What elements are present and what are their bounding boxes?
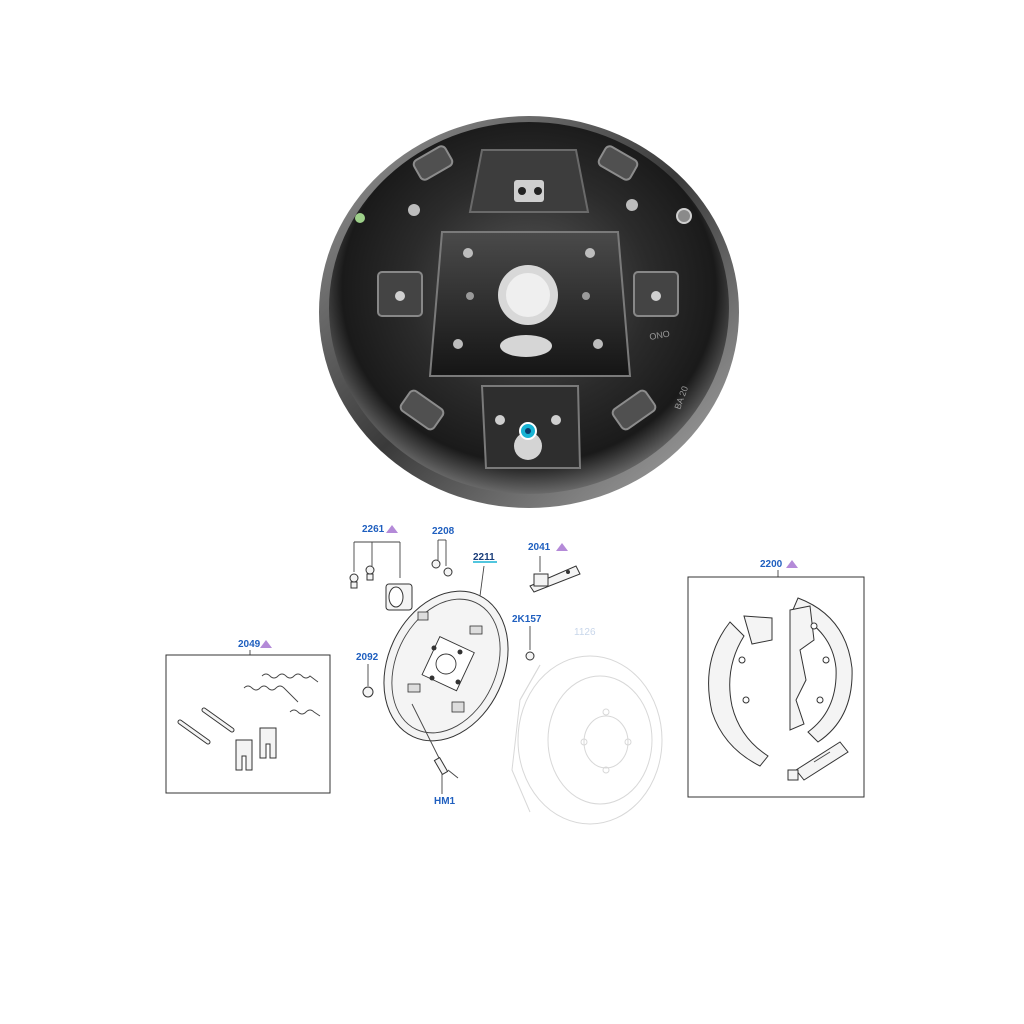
- wheel-cylinder-group: 2261: [349, 524, 413, 611]
- label-2092: 2092: [356, 652, 379, 663]
- label-HM1: HM1: [434, 796, 456, 807]
- note-triangle-icon: [556, 543, 568, 551]
- label-2K157: 2K157: [512, 614, 542, 625]
- brake-shoes-box: 2200: [687, 559, 865, 798]
- spring-kit-box: 2049: [165, 639, 331, 794]
- backing-plate-drawing: 2211: [383, 552, 509, 761]
- svg-text:ONO: ONO: [649, 329, 671, 342]
- note-triangle-icon: [786, 560, 798, 568]
- cable-2041-group: 2041 2K157: [512, 542, 581, 661]
- pin-hm1-group: HM1: [433, 756, 459, 807]
- note-triangle-icon: [386, 525, 398, 533]
- label-1126: 1126: [574, 627, 596, 638]
- bolt-2092-group: 2092: [356, 652, 379, 698]
- brake-drum-faded: 1126: [511, 627, 663, 825]
- bolts-2208-group: 2208: [431, 526, 455, 577]
- label-2200: 2200: [760, 559, 783, 570]
- backing-plate-photo: ONO BA 20: [319, 116, 739, 508]
- note-triangle-icon: [260, 640, 272, 648]
- label-2041: 2041: [528, 542, 551, 553]
- label-2211: 2211: [473, 552, 495, 563]
- parts-diagram: 1126 2211 2261: [165, 524, 865, 825]
- label-2049: 2049: [238, 639, 261, 650]
- label-2261: 2261: [362, 524, 385, 535]
- green-dot: [355, 213, 365, 223]
- label-2208: 2208: [432, 526, 455, 537]
